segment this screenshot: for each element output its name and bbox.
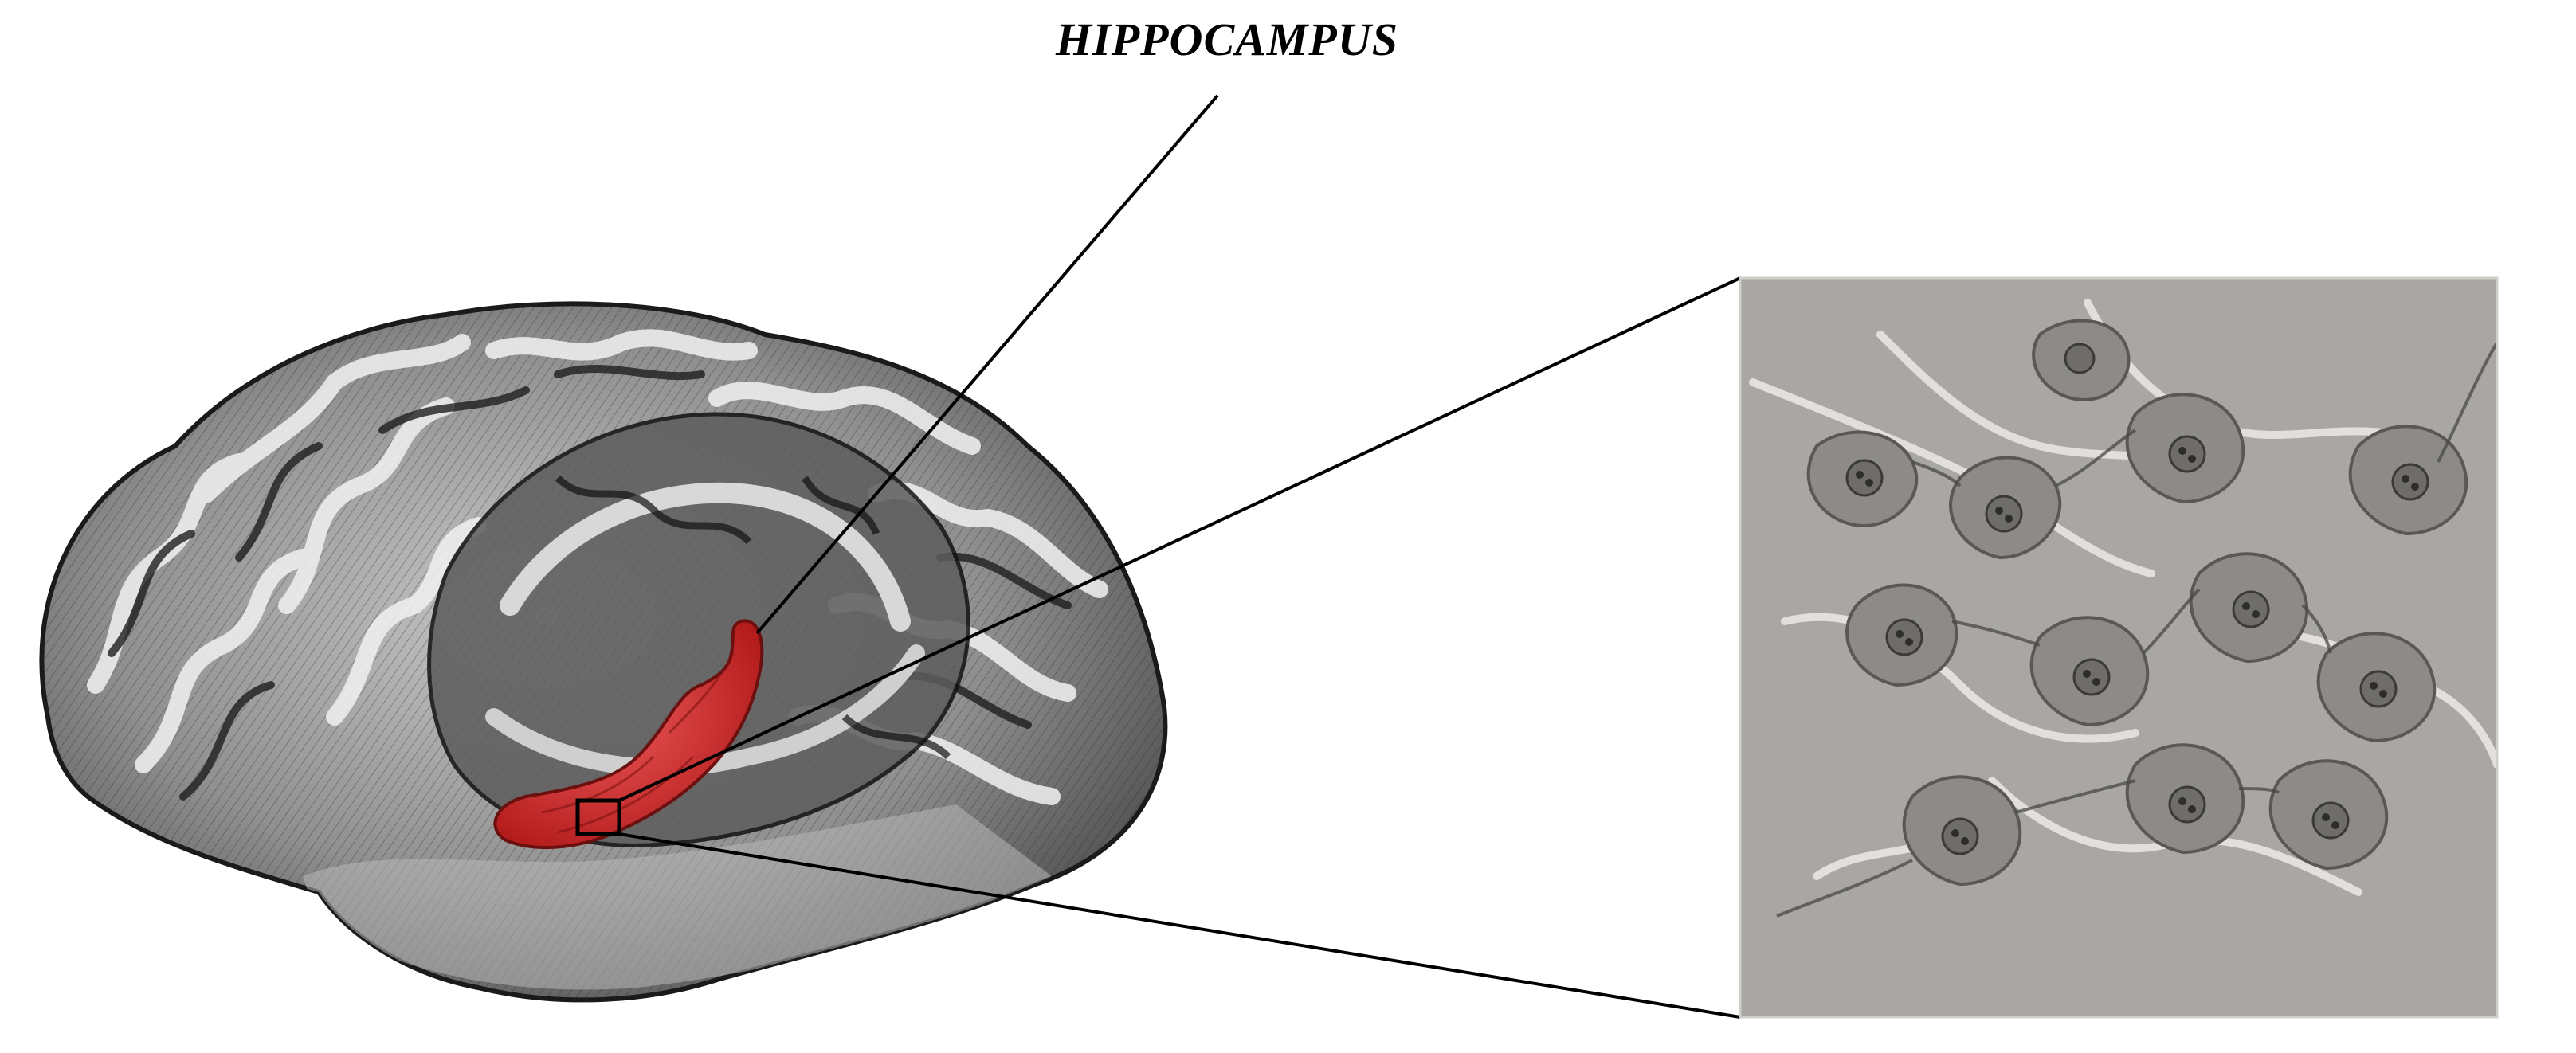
brain-illustration xyxy=(39,301,1168,1003)
zoom-line-bottom xyxy=(618,832,1741,1019)
selection-box xyxy=(575,798,621,836)
hippocampus-label: HIPPOCAMPUS xyxy=(1056,14,1398,65)
neuron-culture-micrograph xyxy=(1739,276,2499,1019)
label-leader-line xyxy=(755,94,1219,635)
zoom-line-top xyxy=(618,276,1741,802)
hippocampus-highlight xyxy=(493,619,764,850)
leader-lines xyxy=(618,94,1741,1019)
